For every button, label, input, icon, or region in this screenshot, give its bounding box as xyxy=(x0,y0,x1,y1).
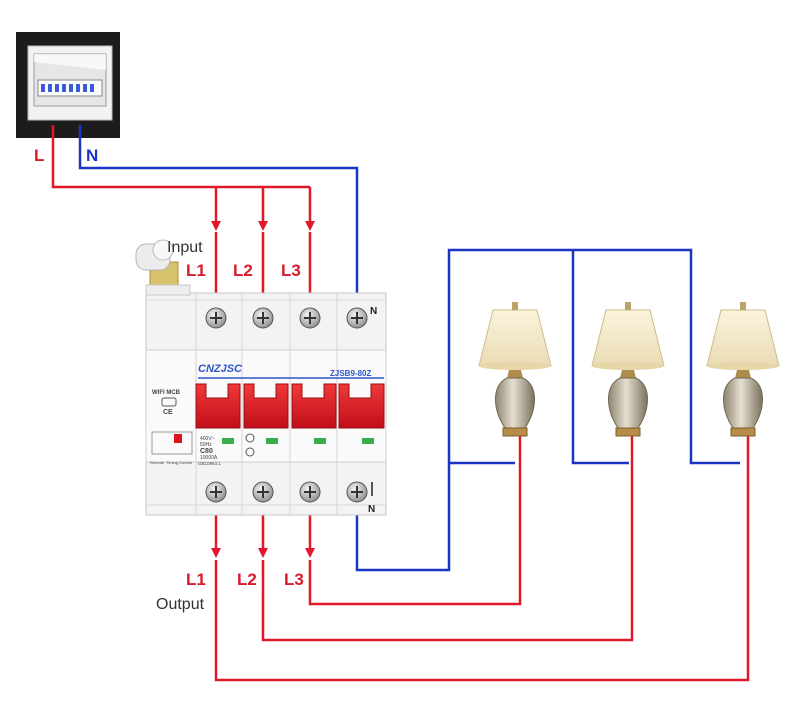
breaker-wifi-label: WIFI MCB xyxy=(152,390,181,396)
smart-breaker: N CNZJSC ZJSB9-80Z WIFI MCB CE Remote, T… xyxy=(135,239,387,516)
lamp-1 xyxy=(478,302,552,437)
status-indicator-1 xyxy=(222,438,234,444)
wifi-icon xyxy=(161,397,177,407)
breaker-spec-breaking: 10000A xyxy=(200,455,218,461)
lamp-base xyxy=(495,377,535,429)
status-indicator-3 xyxy=(314,438,326,444)
power-switch xyxy=(174,434,182,443)
bottom-terminal-screws xyxy=(205,481,368,503)
input-l2-label: L2 xyxy=(233,261,253,280)
breaker-spec-voltage: 400V~ xyxy=(200,436,215,442)
lamp-shade xyxy=(706,309,780,367)
panel-n-label: N xyxy=(86,146,98,165)
cert-mark-icon xyxy=(245,433,255,443)
breaker-spec-standard: GB10963.1 xyxy=(198,461,221,466)
distribution-panel xyxy=(16,32,120,138)
output-l1-label: L1 xyxy=(186,570,206,589)
output-l2-label: L2 xyxy=(237,570,257,589)
input-l1-label: L1 xyxy=(186,261,206,280)
input-l3-label: L3 xyxy=(281,261,301,280)
status-indicator-4 xyxy=(362,438,374,444)
output-title: Output xyxy=(156,596,205,613)
lamp-base xyxy=(723,377,763,429)
lamp-shade xyxy=(478,309,552,367)
breaker-brand: CNZJSC xyxy=(198,363,243,375)
panel-breaker-row xyxy=(37,79,103,97)
neutral-distribution-wires xyxy=(355,248,740,572)
lamp-shade xyxy=(591,309,665,367)
breaker-spec-freq: 50Hz xyxy=(200,442,212,448)
cert-mark-icon-2 xyxy=(245,447,255,457)
breaker-rating: C80 xyxy=(200,448,213,455)
breaker-handles xyxy=(195,383,385,429)
lamp-base xyxy=(608,377,648,429)
breaker-ce-mark: CE xyxy=(163,409,173,416)
breaker-n-bottom: N xyxy=(368,504,375,515)
breaker-model: ZJSB9-80Z xyxy=(330,369,371,378)
breaker-n-top: N xyxy=(370,306,377,317)
breaker-footer-text: Remote, Timing Control xyxy=(150,460,192,465)
lamp-2 xyxy=(591,302,665,437)
panel-l-label: L xyxy=(34,146,44,165)
top-terminal-screws xyxy=(205,307,368,329)
status-indicator-2 xyxy=(266,438,278,444)
lamp-3 xyxy=(706,302,780,437)
output-l3-label: L3 xyxy=(284,570,304,589)
input-neutral-wire xyxy=(78,125,359,318)
input-title: Input xyxy=(167,239,203,256)
